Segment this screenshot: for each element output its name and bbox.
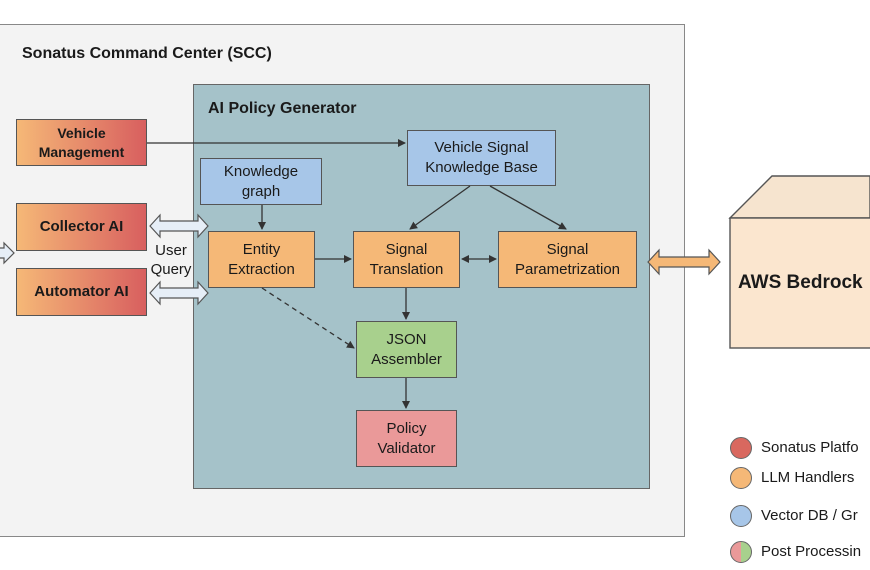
- signal-parametrization-line2: Parametrization: [514, 260, 621, 278]
- collector-ai-box: Collector AI: [16, 203, 147, 251]
- vehicle-management-line1: Vehicle: [57, 124, 106, 141]
- scc-title: Sonatus Command Center (SCC): [22, 45, 272, 62]
- legend-label-llm-handlers: LLM Handlers: [761, 469, 855, 486]
- vehicle-management-line2: Management: [38, 143, 125, 160]
- knowledge-graph-line1: Knowledge: [223, 162, 299, 180]
- signal-parametrization-box: Signal Parametrization: [498, 231, 637, 288]
- ai-policy-generator-title: AI Policy Generator: [208, 100, 357, 117]
- signal-translation-line2: Translation: [369, 260, 444, 278]
- vehicle-signal-kb-line2: Knowledge Base: [425, 159, 538, 176]
- signal-translation-box: Signal Translation: [353, 231, 460, 288]
- signal-parametrization-line1: Signal: [546, 240, 589, 258]
- legend-dot-post-processing: [730, 541, 752, 563]
- json-assembler-line1: JSON: [386, 330, 427, 348]
- user-query-label: User Query: [150, 241, 192, 279]
- legend-label-sonatus-platform: Sonatus Platfo: [761, 439, 859, 456]
- collector-ai-label: Collector AI: [39, 218, 124, 235]
- legend-dot-sonatus-platform: [730, 437, 752, 459]
- aws-bedrock-label: AWS Bedrock: [738, 272, 863, 293]
- vehicle-signal-kb-line1: Vehicle Signal: [434, 139, 529, 156]
- user-query-line2: Query: [150, 261, 192, 278]
- automator-ai-label: Automator AI: [34, 283, 129, 300]
- legend-label-post-processing: Post Processin: [761, 543, 862, 560]
- policy-validator-box: Policy Validator: [356, 410, 457, 467]
- user-query-line1: User: [155, 242, 187, 259]
- entity-extraction-box: Entity Extraction: [208, 231, 315, 288]
- vehicle-management-box: Vehicle Management: [16, 119, 147, 166]
- entity-extraction-line1: Entity: [242, 240, 281, 258]
- legend-label-vector-db: Vector DB / Gr: [761, 507, 858, 524]
- legend-dot-vector-db: [730, 505, 752, 527]
- automator-ai-box: Automator AI: [16, 268, 147, 316]
- knowledge-graph-line2: graph: [241, 182, 281, 200]
- vehicle-signal-kb-box: Vehicle Signal Knowledge Base: [407, 130, 556, 186]
- json-assembler-box: JSON Assembler: [356, 321, 457, 378]
- policy-validator-line1: Policy: [386, 419, 427, 437]
- knowledge-graph-box: Knowledge graph: [200, 158, 322, 205]
- policy-validator-line2: Validator: [377, 439, 436, 457]
- json-assembler-line2: Assembler: [371, 350, 442, 368]
- signal-translation-line1: Signal: [385, 240, 428, 258]
- entity-extraction-line2: Extraction: [228, 260, 295, 278]
- legend-dot-llm-handlers: [730, 467, 752, 489]
